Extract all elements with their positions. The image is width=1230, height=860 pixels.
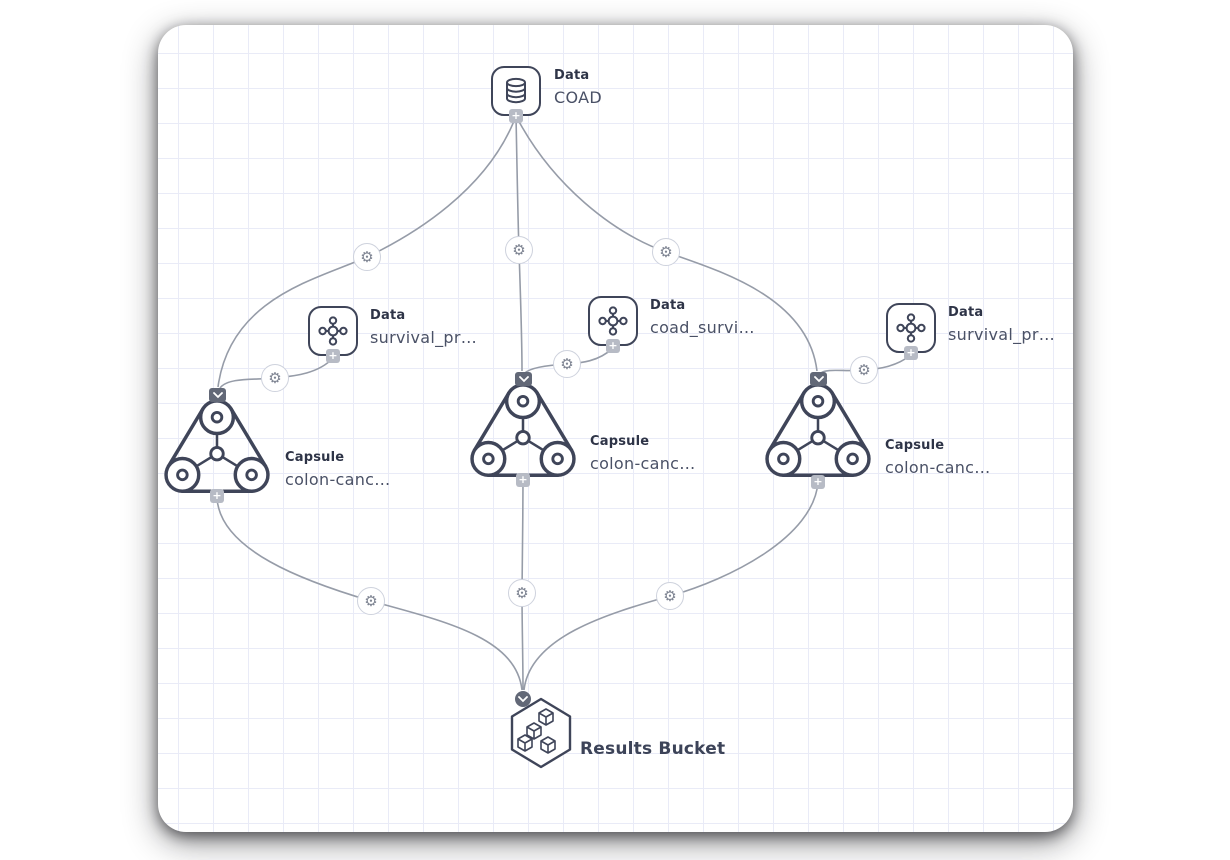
node-type-label: Capsule [285, 450, 345, 465]
output-port-plus[interactable]: + [326, 349, 340, 363]
node-name-label: colon-canc… [285, 470, 391, 489]
chevron-down-icon [518, 375, 529, 382]
gear-icon[interactable]: ⚙ [505, 236, 533, 264]
node-data-middle[interactable] [588, 296, 638, 346]
node-capsule-middle[interactable] [465, 381, 581, 481]
node-type-label: Capsule [590, 434, 650, 449]
chevron-down-icon [813, 375, 824, 382]
gear-icon[interactable]: ⚙ [508, 579, 536, 607]
gear-icon[interactable]: ⚙ [261, 364, 289, 392]
combined-data-icon [896, 313, 926, 343]
input-port-chevron[interactable] [515, 372, 532, 386]
database-icon [506, 77, 526, 104]
node-name-label: COAD [554, 88, 602, 107]
node-type-label: Capsule [885, 438, 945, 453]
node-type-label: Data [650, 298, 686, 313]
input-port-chevron[interactable] [209, 388, 226, 402]
node-name-label: survival_pr… [948, 325, 1056, 344]
output-port-plus[interactable]: + [516, 473, 530, 487]
input-port-chevron[interactable] [810, 372, 827, 386]
node-type-label: Data [948, 305, 984, 320]
chevron-down-icon [212, 391, 223, 398]
input-port-chevron[interactable] [515, 691, 531, 707]
node-type-label: Data [370, 308, 406, 323]
node-name-label: colon-canc… [590, 454, 696, 473]
results-bucket-label: Results Bucket [580, 739, 726, 759]
output-port-plus[interactable]: + [606, 339, 620, 353]
combined-data-icon [598, 306, 628, 336]
edge-layer [216, 115, 912, 691]
results-bucket-icon [510, 697, 572, 769]
capsule-icon [765, 383, 871, 477]
node-type-label: Data [554, 68, 590, 83]
combined-data-icon [318, 316, 348, 346]
output-port-plus[interactable]: + [210, 489, 224, 503]
node-data-right[interactable] [886, 303, 936, 353]
capsule-icon [470, 383, 576, 477]
node-name-label: survival_pr… [370, 328, 478, 347]
node-capsule-left[interactable] [159, 397, 275, 497]
node-name-label: coad_survi… [650, 318, 755, 337]
gear-icon[interactable]: ⚙ [652, 238, 680, 266]
gear-icon[interactable]: ⚙ [357, 587, 385, 615]
node-capsule-right[interactable] [760, 381, 876, 481]
output-port-plus[interactable]: + [904, 346, 918, 360]
gear-icon[interactable]: ⚙ [353, 243, 381, 271]
node-name-label: colon-canc… [885, 458, 991, 477]
pipeline-canvas[interactable]: ⚙ ⚙ ⚙ ⚙ ⚙ ⚙ ⚙ ⚙ ⚙ + Data COAD + Da [158, 25, 1073, 832]
gear-icon[interactable]: ⚙ [553, 350, 581, 378]
gear-icon[interactable]: ⚙ [656, 582, 684, 610]
gear-icon[interactable]: ⚙ [850, 356, 878, 384]
chevron-down-icon [518, 695, 528, 702]
capsule-icon [164, 399, 270, 493]
node-results-bucket[interactable] [508, 697, 574, 769]
output-port-plus[interactable]: + [811, 475, 825, 489]
output-port-plus[interactable]: + [509, 109, 523, 123]
